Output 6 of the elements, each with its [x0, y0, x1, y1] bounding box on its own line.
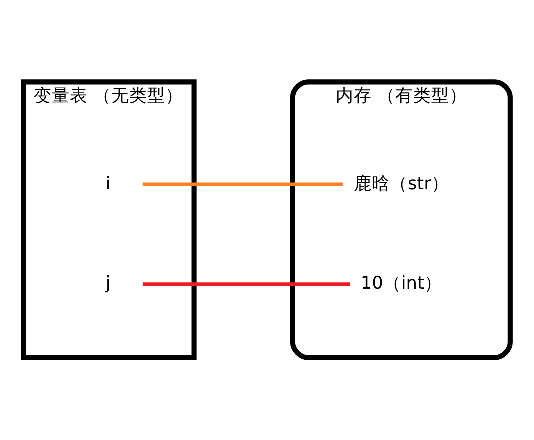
- node-text: 鹿晗（str）: [354, 174, 450, 194]
- connector: [142, 182, 343, 186]
- node-text: i: [106, 174, 111, 194]
- connector: [142, 282, 350, 286]
- node-text: 10（int）: [360, 274, 442, 294]
- node-text: j: [106, 274, 111, 294]
